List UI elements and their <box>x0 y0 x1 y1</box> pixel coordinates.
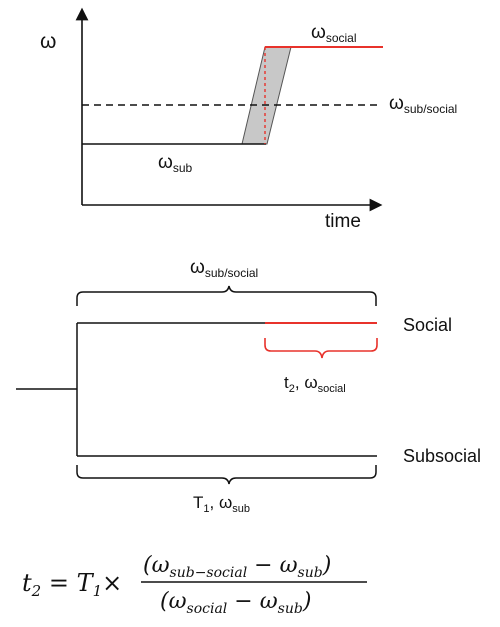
label-omega-sub: ωsub <box>158 152 193 175</box>
phylogeny-tree: ωsub/social Social Subsocial t2, ωsocial… <box>16 257 481 515</box>
formula-lhs: t2 = T1× <box>22 569 122 600</box>
label-omega-social: ωsocial <box>311 22 357 45</box>
top-brace-label: ωsub/social <box>190 257 258 280</box>
social-label: Social <box>403 315 452 335</box>
formula: t2 = T1× (ωsub−social − ωsub) (ωsocial −… <box>22 553 367 617</box>
red-brace-label: t2, ωsocial <box>284 373 346 395</box>
label-omega-sub-social: ωsub/social <box>389 93 457 116</box>
x-axis-label: time <box>325 211 361 232</box>
formula-numerator: (ωsub−social − ωsub) <box>143 553 331 581</box>
top-brace <box>76 285 377 306</box>
red-brace <box>264 338 378 359</box>
bottom-brace <box>76 465 377 485</box>
transition-band <box>241 46 292 145</box>
omega-time-plot: ω time ωsocial ωsub/social ωsub <box>40 7 457 232</box>
formula-denominator: (ωsocial − ωsub) <box>160 589 311 617</box>
subsocial-label: Subsocial <box>403 446 481 466</box>
y-axis-label: ω <box>40 30 56 53</box>
bottom-brace-label: T1, ωsub <box>193 493 250 515</box>
